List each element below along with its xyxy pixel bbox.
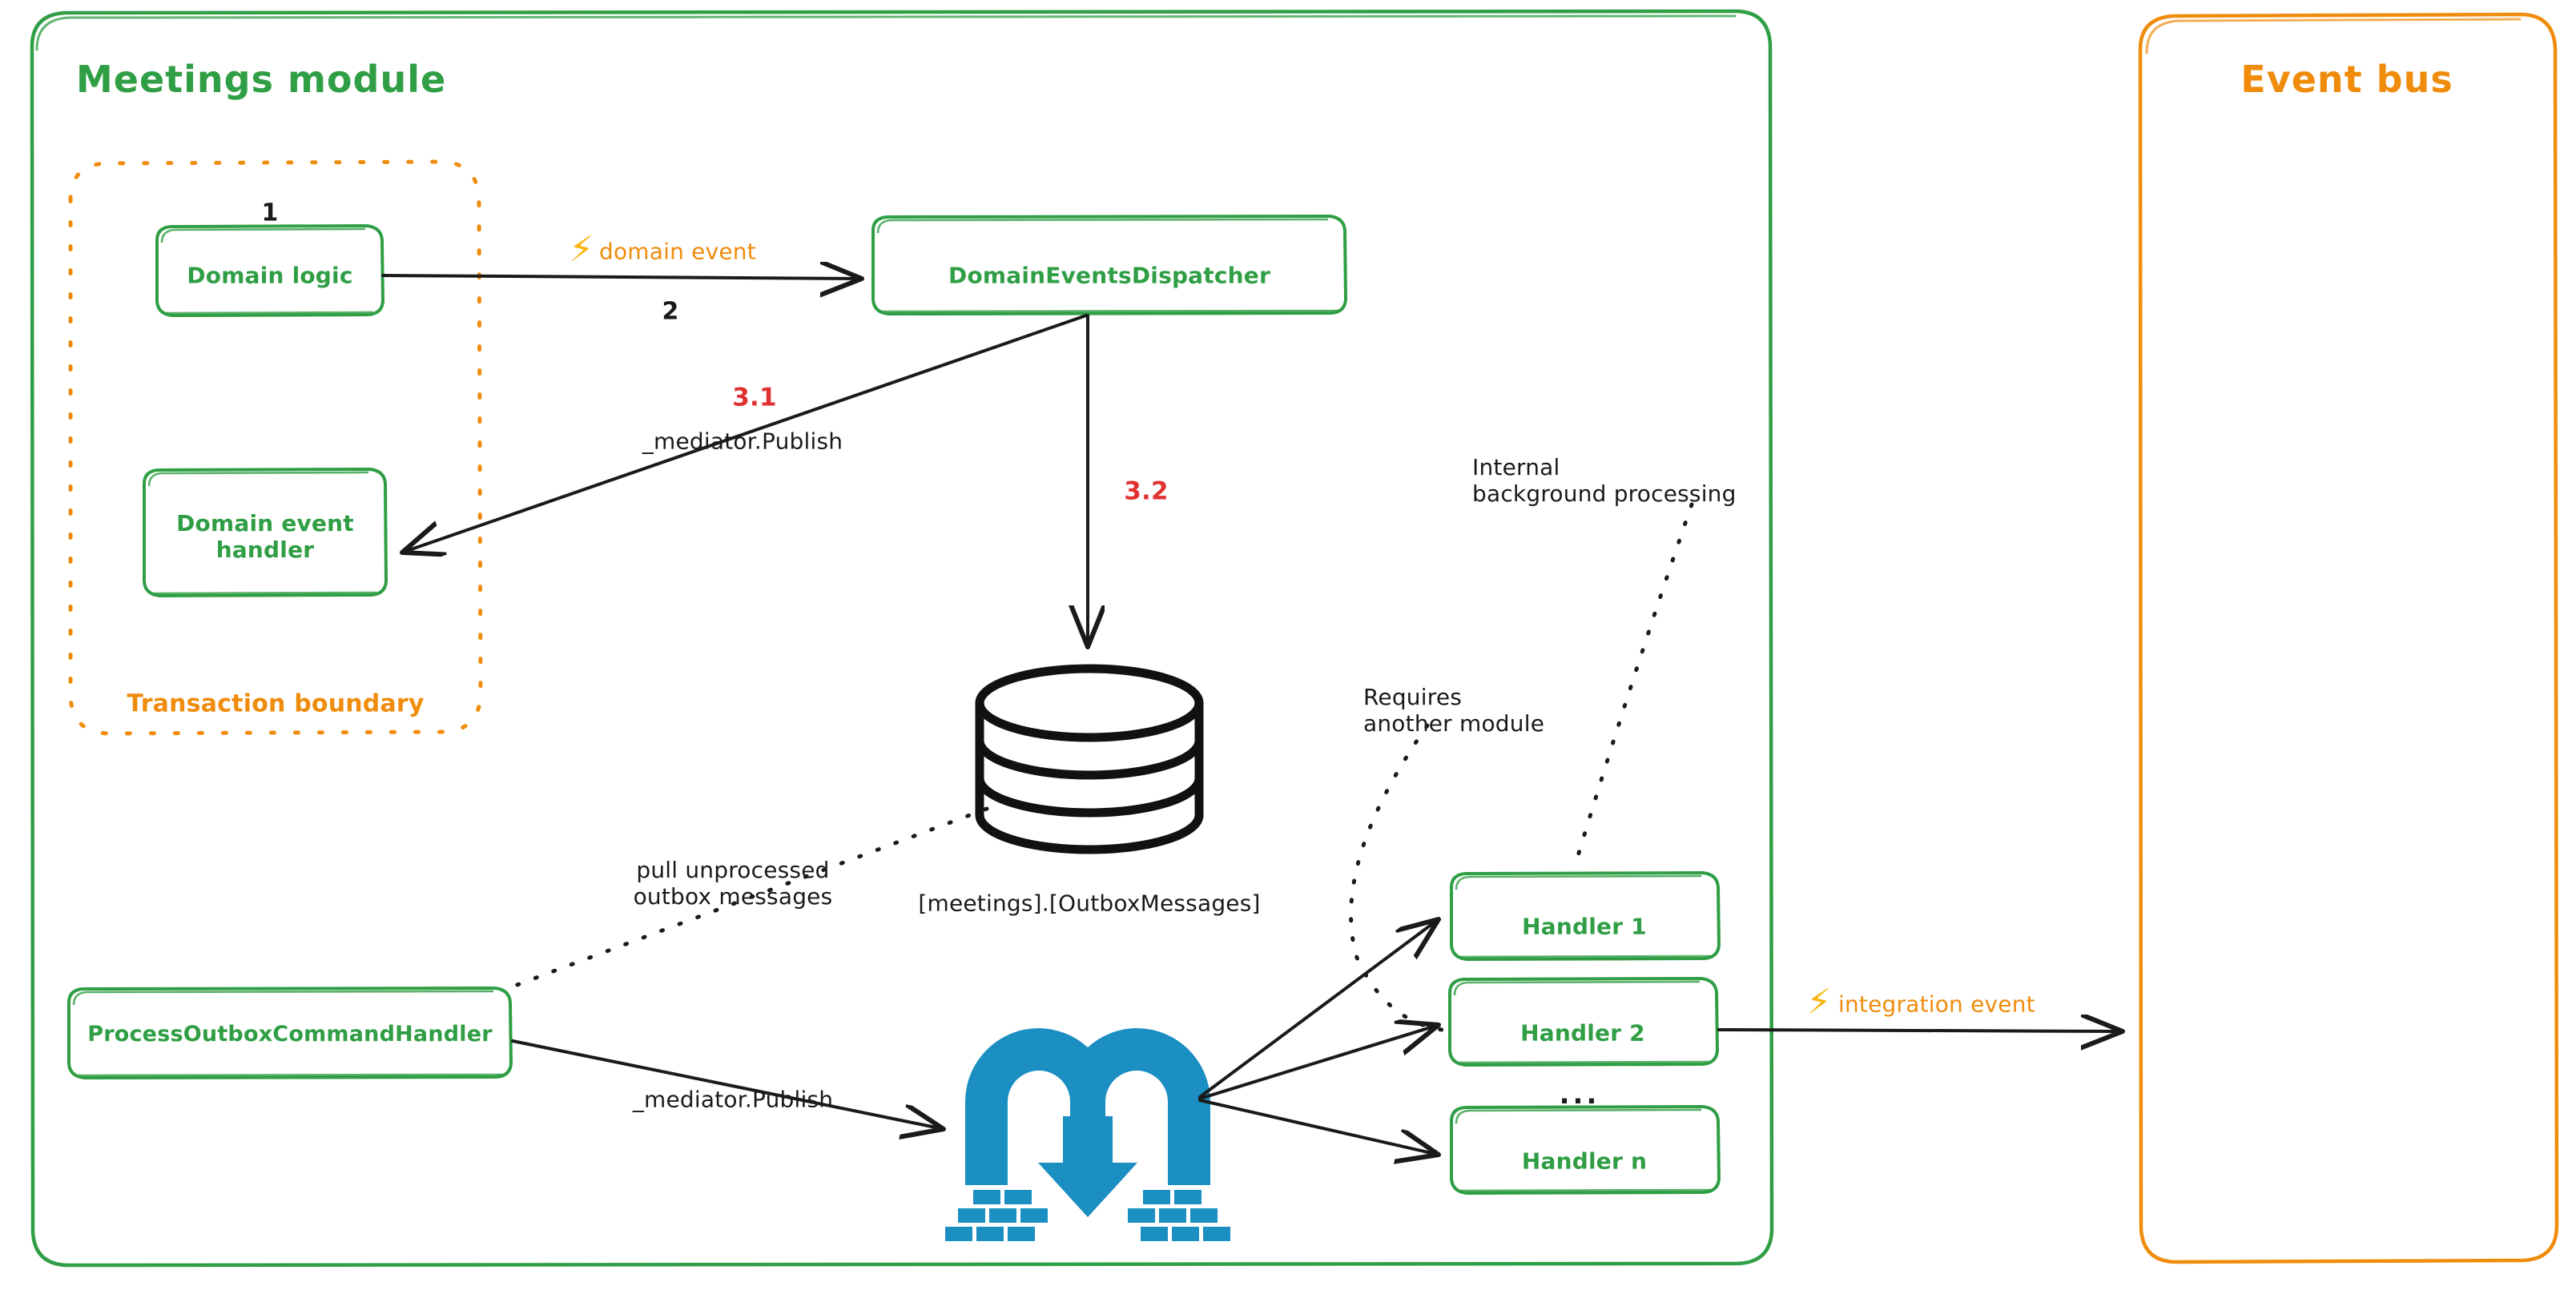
domain-events-dispatcher-label: DomainEventsDispatcher (948, 262, 1270, 289)
process-outbox-command-handler-box[interactable] (67, 987, 513, 1079)
lightning-bolt-icon-integration-event: ⚡ (1806, 982, 1832, 1023)
transaction-boundary-label: Transaction boundary (127, 689, 425, 718)
handler-2-label: Handler 2 (1520, 1019, 1645, 1047)
step-3-2-label: 3.2 (1124, 476, 1169, 506)
outbox-table-label: [meetings].[OutboxMessages] (918, 890, 1261, 917)
domain-event-handler-label: Domain event handler (176, 509, 354, 563)
handler-n-label: Handler n (1521, 1147, 1648, 1175)
pull-unprocessed-outbox-messages-label: pull unprocessed outbox messages (633, 856, 833, 910)
domain-event-label: domain event (599, 238, 756, 265)
domain-logic-box[interactable] (155, 224, 384, 317)
integration-event-label: integration event (1838, 991, 2035, 1018)
dotted-requires-another-module (1349, 723, 1444, 1032)
handler-ellipsis: ... (1559, 1078, 1600, 1111)
meetings-module-container (30, 9, 1774, 1268)
dotted-internal-background-processing (1572, 502, 1694, 869)
arrow-mediatr-to-handler-n (1198, 1099, 1439, 1155)
mediatr-logo-icon (945, 1028, 1230, 1241)
domain-logic-label: Domain logic (187, 262, 353, 289)
arrow-domain-logic-to-dispatcher (381, 275, 862, 279)
process-outbox-command-handler-label: ProcessOutboxCommandHandler (87, 1022, 493, 1047)
handler-n-box[interactable] (1450, 1105, 1721, 1195)
lightning-bolt-icon-domain-event: ⚡ (569, 229, 594, 270)
step-2-label: 2 (662, 297, 679, 326)
event-bus-title: Event bus (2240, 57, 2453, 101)
database-cylinder-icon (975, 664, 1204, 854)
domain-events-dispatcher-box[interactable] (871, 215, 1347, 315)
requires-another-module-label: Requires another module (1363, 683, 1545, 737)
arrow-mediatr-to-handler-1 (1198, 919, 1439, 1099)
step-3-1-label: 3.1 (732, 383, 777, 412)
arrow-process-outbox-to-mediatr (511, 1039, 944, 1129)
event-bus-container (2138, 12, 2559, 1264)
arrow-dispatcher-to-domain-event-handler (402, 314, 1088, 553)
mediator-publish-label-1: _mediator.Publish (642, 428, 843, 455)
step-1-label: 1 (261, 199, 279, 227)
mediator-publish-label-2: _mediator.Publish (632, 1086, 834, 1113)
arrow-handler-2-to-event-bus (1717, 1030, 2123, 1031)
meetings-module-title: Meetings module (76, 57, 447, 101)
domain-event-handler-box[interactable] (143, 468, 388, 597)
arrow-mediatr-to-handler-2 (1198, 1025, 1439, 1100)
handler-1-box[interactable] (1450, 871, 1721, 961)
handler-1-label: Handler 1 (1522, 913, 1647, 940)
dotted-pull-outbox-messages (510, 806, 989, 989)
internal-background-processing-label: Internal background processing (1472, 453, 1737, 507)
handler-2-box[interactable] (1448, 977, 1719, 1067)
